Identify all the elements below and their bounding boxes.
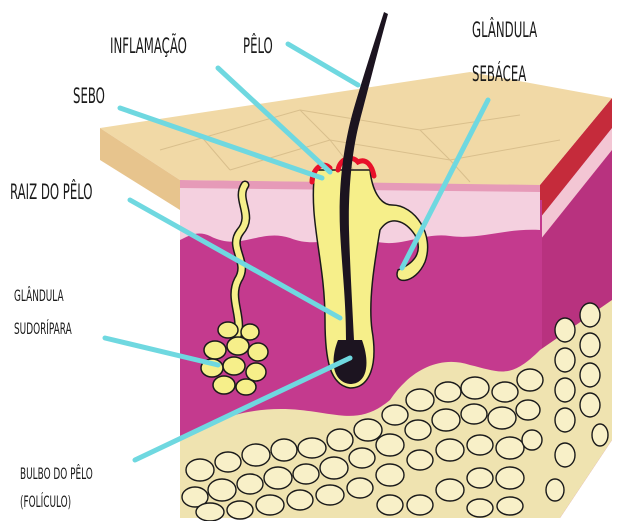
label-sebo: SEBO xyxy=(73,86,105,107)
leader-pelo xyxy=(288,44,358,85)
label-bulbo-do-pelo-line2: (FOLÍCULO) xyxy=(20,494,71,510)
label-glandula-sebacea-line1: GLÂNDULA xyxy=(472,20,537,41)
label-bulbo-do-pelo-line1: BULBO DO PÊLO xyxy=(20,466,93,482)
label-glandula-sudoripara-line2: SUDORÍPARA xyxy=(14,321,72,337)
label-glandula-sebacea-line2: SEBÁCEA xyxy=(472,64,526,85)
label-pelo: PÊLO xyxy=(243,36,273,57)
label-glandula-sudoripara-line1: GLÂNDULA xyxy=(14,288,64,304)
label-raiz-do-pelo: RAIZ DO PÊLO xyxy=(10,182,93,203)
label-inflamacao: INFLAMAÇÃO xyxy=(110,36,187,57)
